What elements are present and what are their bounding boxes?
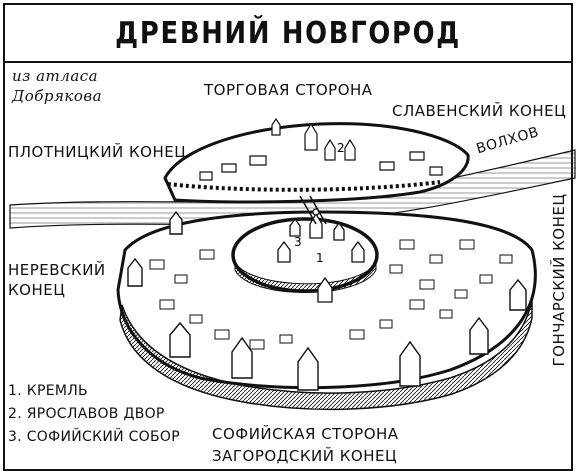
- label-zagorodsky-end: ЗАГОРОДСКИЙ КОНЕЦ: [212, 447, 398, 465]
- wall-towers: [127, 210, 527, 391]
- sofia-side-houses: [149, 239, 513, 350]
- label-sofia-side: СОФИЙСКАЯ СТОРОНА: [212, 425, 399, 443]
- great-bridge: [299, 195, 327, 225]
- legend-item-sofia-cathedral: 3. СОФИЙСКИЙ СОБОР: [8, 429, 180, 445]
- marker-yaroslav-court: 2: [337, 141, 345, 155]
- marker-sofia-cathedral: 3: [294, 235, 302, 249]
- legend-item-kremlin: 1. КРЕМЛЬ: [8, 383, 88, 399]
- source-note-line2: Добрякова: [12, 87, 103, 105]
- map-legend: 1. КРЕМЛЬ 2. ЯРОСЛАВОВ ДВОР 3. СОФИЙСКИЙ…: [8, 380, 180, 449]
- map-title: ДРЕВНИЙ НОВГОРОД: [115, 15, 461, 51]
- label-nerevsky-line1: НЕРЕВСКИЙ: [8, 261, 106, 279]
- trade-side-buildings: [199, 117, 443, 181]
- label-goncharsky-end: ГОНЧАРСКИЙ КОНЕЦ: [550, 193, 568, 367]
- label-plotnitsky-end: ПЛОТНИЦКИЙ КОНЕЦ: [8, 143, 187, 161]
- marker-kremlin: 1: [316, 251, 324, 265]
- title-bar: ДРЕВНИЙ НОВГОРОД: [5, 5, 571, 63]
- source-note-line1: из атласа: [12, 67, 99, 85]
- label-nerevsky-line2: КОНЕЦ: [8, 281, 66, 299]
- legend-item-yaroslav-court: 2. ЯРОСЛАВОВ ДВОР: [8, 406, 165, 422]
- label-slaven-end: СЛАВЕНСКИЙ КОНЕЦ: [392, 102, 567, 120]
- label-trade-side: ТОРГОВАЯ СТОРОНА: [204, 81, 373, 99]
